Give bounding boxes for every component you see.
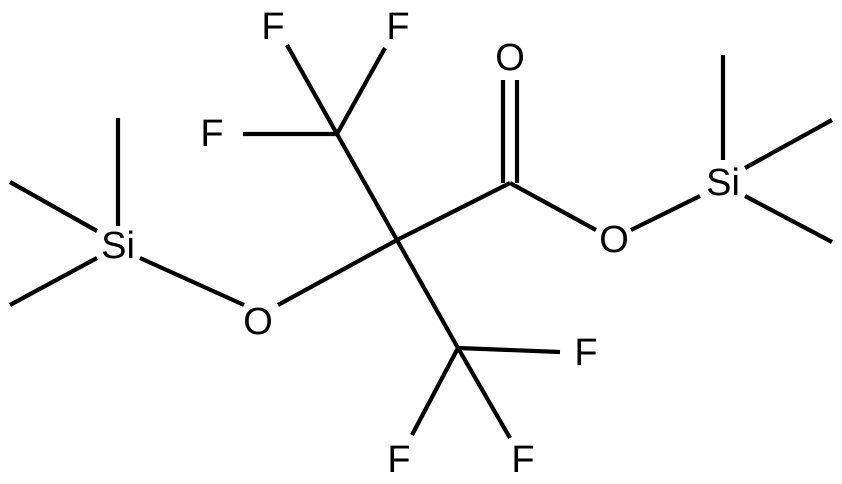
atom-o-carbonyl: O (495, 37, 525, 79)
atom-f5: F (387, 439, 410, 481)
atom-f4: F (574, 332, 597, 374)
bond-f1-c (285, 43, 339, 136)
atom-f2: F (386, 6, 409, 48)
bond-f4-c (457, 345, 561, 355)
atom-si-right: Si (706, 162, 740, 204)
bond-ether-o-si (139, 256, 245, 307)
bond-si-left-methyl-2 (8, 180, 99, 233)
bond-f2-c (335, 46, 387, 136)
atom-f3: F (200, 113, 223, 155)
bond-si-left-methyl-3 (9, 256, 98, 307)
bond-ester-o-si (630, 194, 701, 232)
bond-si-right-methyl-2 (743, 118, 834, 170)
bond-cf3-quaternary (335, 132, 399, 242)
bond-quaternary-carbonyl (396, 181, 511, 242)
bond-quaternary-cf3 (395, 238, 460, 350)
atom-f6: F (511, 439, 534, 481)
bond-quaternary-ether-o (276, 238, 399, 307)
atom-o-ester: O (599, 219, 629, 261)
atom-o-ether: O (243, 301, 273, 343)
bond-si-right-methyl-3 (744, 194, 833, 244)
bond-f5-c (410, 347, 460, 436)
bonds (8, 43, 834, 440)
bond-f6-c (456, 346, 512, 440)
bond-carbonyl-ester-o (508, 181, 598, 232)
atom-labels: F F F O Si O O Si F F F (101, 6, 740, 481)
atom-si-left: Si (101, 225, 135, 267)
atom-f1: F (261, 6, 284, 48)
